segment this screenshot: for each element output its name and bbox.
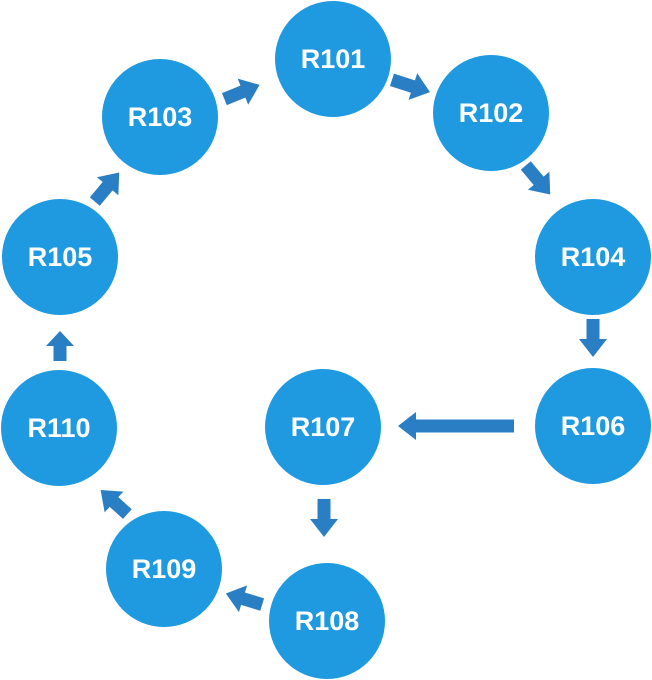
node-label: R107 (291, 412, 356, 442)
node-r103: R103 (102, 59, 218, 175)
arrow-r105-to-r103-icon (89, 172, 120, 206)
node-label: R103 (128, 102, 193, 132)
node-circle (535, 199, 651, 315)
edges-layer (46, 73, 607, 613)
node-r105: R105 (2, 199, 118, 315)
node-circle (1, 370, 117, 486)
node-r102: R102 (433, 55, 549, 171)
node-label: R109 (132, 554, 197, 584)
node-label: R101 (301, 44, 366, 74)
node-label: R110 (27, 413, 90, 443)
arrow-r103-to-r101-icon (221, 78, 260, 106)
arrow-r108-to-r109-icon (225, 585, 265, 613)
arrow-r104-to-r106-icon (579, 319, 607, 357)
node-circle (535, 368, 651, 484)
node-circle (433, 55, 549, 171)
node-r104: R104 (535, 199, 651, 315)
arrow-r102-to-r104-icon (520, 161, 551, 195)
node-r101: R101 (275, 1, 391, 117)
node-circle (275, 1, 391, 117)
node-label: R108 (295, 606, 360, 636)
arrow-r101-to-r102-icon (389, 73, 431, 100)
node-circle (269, 563, 385, 679)
node-label: R102 (459, 98, 524, 128)
node-r106: R106 (535, 368, 651, 484)
node-circle (102, 59, 218, 175)
node-circle (2, 199, 118, 315)
arrow-r107-to-r108-icon (310, 499, 338, 537)
node-label: R105 (28, 242, 93, 272)
node-label: R106 (561, 411, 626, 441)
node-label: R104 (561, 242, 626, 272)
arrow-r110-to-r105-icon (46, 331, 74, 361)
arrow-r106-to-r107-icon (398, 412, 514, 440)
node-r109: R109 (106, 511, 222, 627)
node-circle (265, 369, 381, 485)
node-circle (106, 511, 222, 627)
node-r108: R108 (269, 563, 385, 679)
arrow-r109-to-r110-icon (100, 489, 132, 519)
node-r107: R107 (265, 369, 381, 485)
node-r110: R110 (1, 370, 117, 486)
